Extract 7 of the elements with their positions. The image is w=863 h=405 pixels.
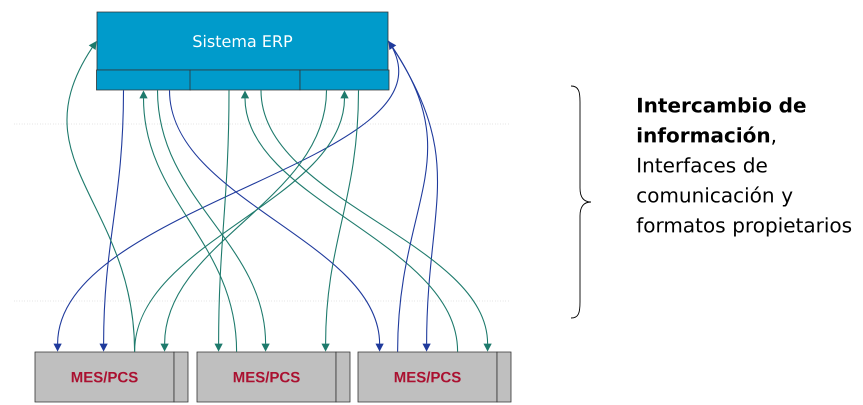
mes-box: MES/PCS — [196, 352, 350, 402]
mes-box: MES/PCS — [358, 352, 512, 402]
interface-box — [96, 70, 191, 90]
interface-box — [190, 70, 300, 90]
interface-box — [300, 70, 390, 90]
note-text: Intercambio de información, Interfaces de comunicación y formatos propietarios — [636, 97, 852, 237]
mes-box: MES/PCS — [34, 352, 188, 402]
